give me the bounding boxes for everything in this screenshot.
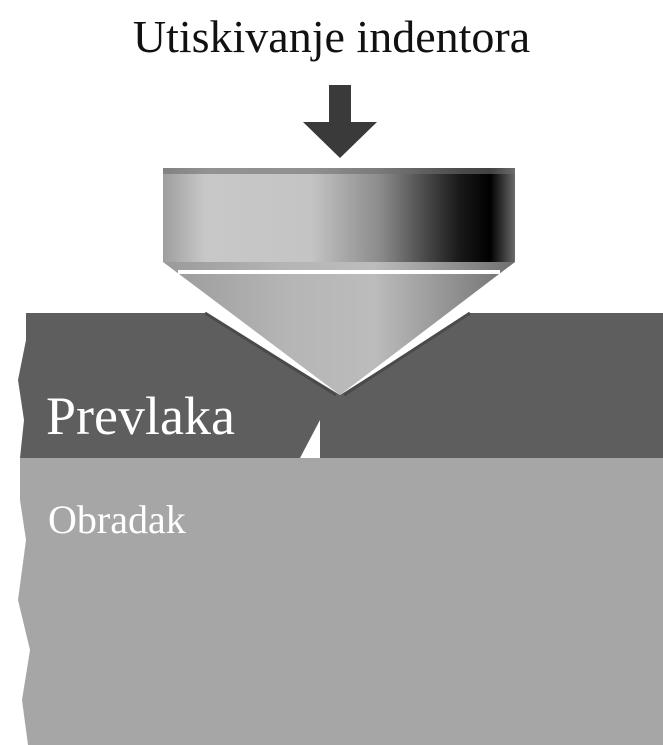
indent-edge-right [343,311,471,397]
coating-label: Prevlaka [46,386,235,446]
substrate-label: Obradak [48,497,186,542]
load-arrow [303,85,377,158]
diagram-title: Utiskivanje indentora [132,11,531,62]
indenter-body [163,168,515,262]
coating-layer [18,313,663,458]
substrate-block [18,458,663,745]
indenter-cone [163,262,515,395]
indent-edge-left [204,311,337,397]
